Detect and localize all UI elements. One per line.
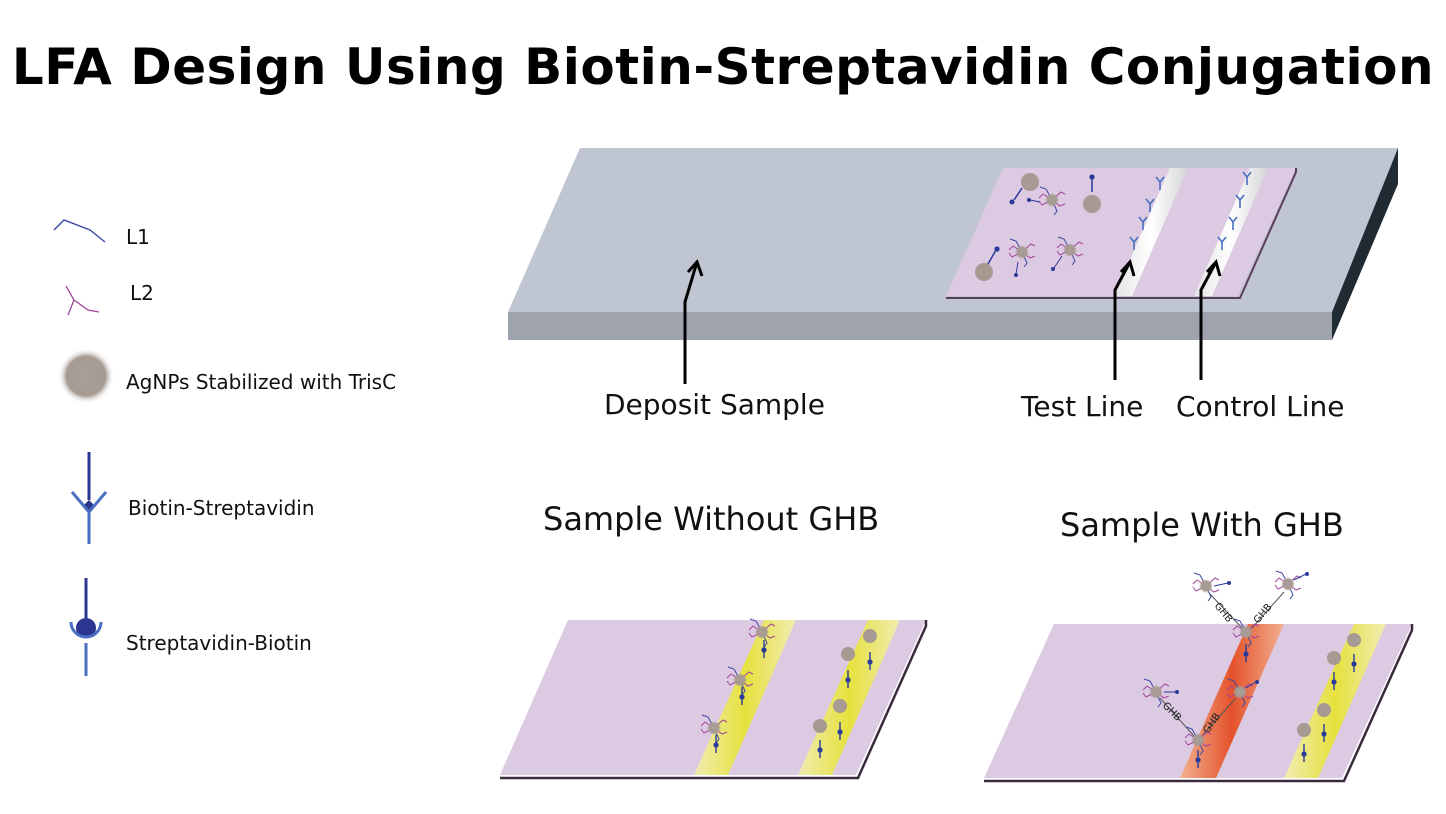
strip-end-face [1332, 148, 1398, 340]
legend-agnp-label: AgNPs Stabilized with TrisC [126, 370, 396, 394]
l1-icon [53, 219, 106, 243]
l2-icon [65, 285, 100, 316]
deposit-sample-label: Deposit Sample [604, 388, 825, 421]
agnp-icon [58, 348, 114, 404]
panel-without-test-band [694, 620, 796, 775]
panel-without-ghb [500, 618, 928, 780]
panel-with-ghb: GHB GHB GHB GHB [984, 570, 1414, 783]
test-line-band [1114, 168, 1188, 296]
test-line-label: Test Line [1020, 390, 1143, 423]
legend-biotin-streptavidin-label: Biotin-Streptavidin [128, 496, 315, 520]
legend-streptavidin-biotin-label: Streptavidin-Biotin [126, 631, 312, 655]
ghb-tag-1: GHB [1212, 601, 1235, 625]
legend-l1-label: L1 [126, 225, 150, 249]
test-line-arrow [1113, 261, 1132, 380]
deposit-arrow [683, 261, 699, 384]
legend: L1 L2 AgNPs Stabilized with TrisC Biotin… [53, 219, 396, 676]
panel-without-title: Sample Without GHB [543, 500, 879, 538]
page-title: LFA Design Using Biotin-Streptavidin Con… [11, 38, 1435, 96]
ghb-tag-2: GHB [1252, 602, 1275, 626]
panel-without-control-band [798, 620, 900, 775]
biotin-streptavidin-icon [70, 452, 108, 544]
panel-with-control-band [1284, 624, 1386, 778]
legend-l2-label: L2 [130, 281, 154, 305]
strip-front-face [508, 312, 1332, 340]
control-line-arrow [1199, 261, 1218, 380]
lfa-strip [508, 148, 1398, 340]
panel-with-title: Sample With GHB [1060, 506, 1344, 544]
control-line-label: Control Line [1176, 390, 1344, 423]
pad-particles [975, 173, 1101, 281]
streptavidin-biotin-icon [69, 578, 103, 676]
callout-arrows [683, 258, 1222, 384]
panel-with-test-band [1180, 624, 1284, 778]
